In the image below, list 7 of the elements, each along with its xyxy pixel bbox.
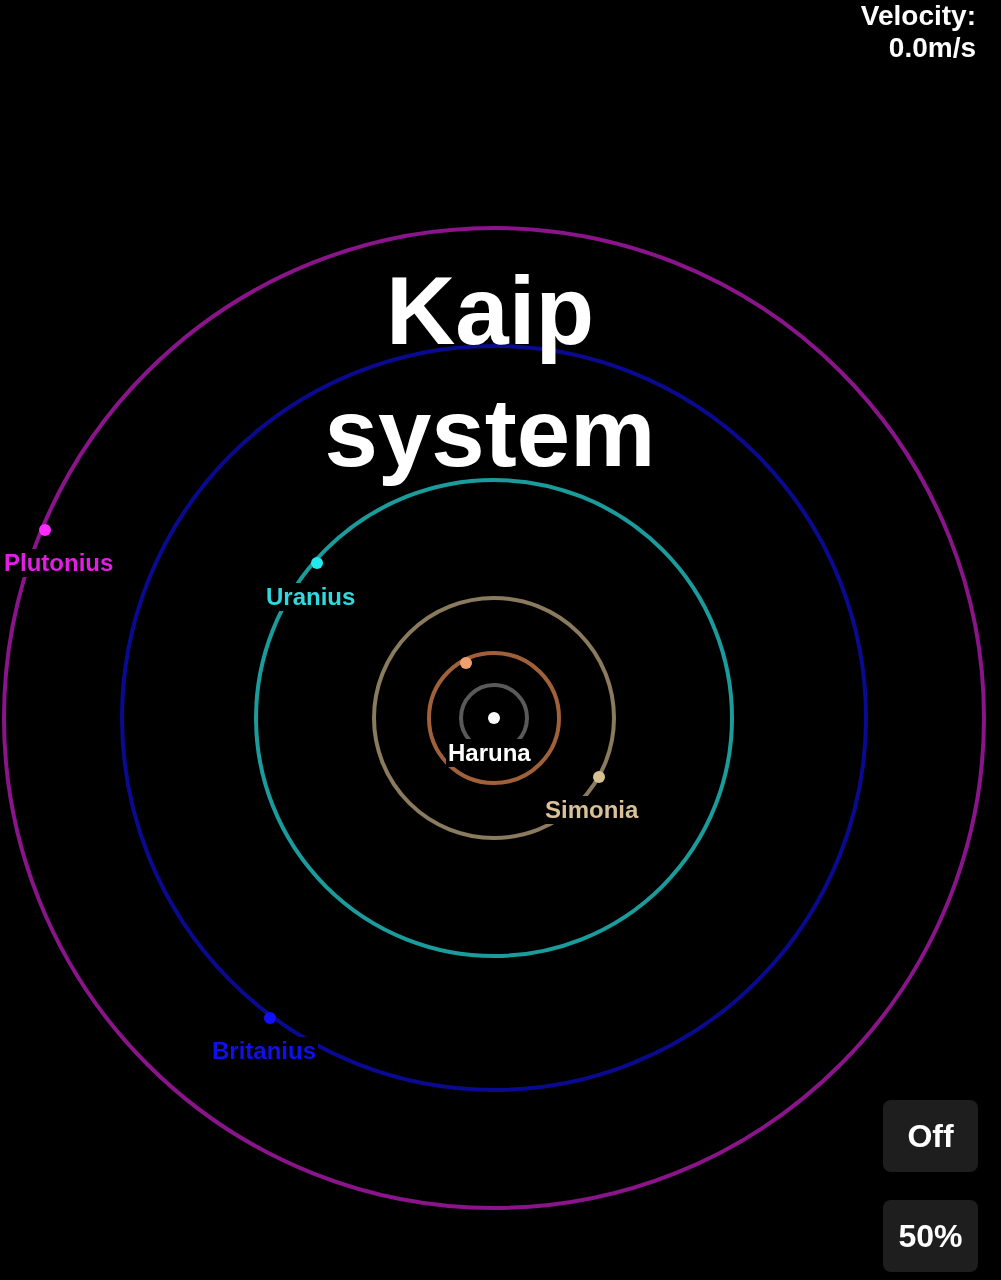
title: Kaip system (323, 256, 657, 488)
planet-name: Uranius (264, 583, 358, 611)
toggle-button: Off (883, 1100, 978, 1172)
planet-name: Simonia (543, 796, 641, 824)
zoom-button: 50% (883, 1200, 978, 1272)
star-name: Haruna (446, 739, 533, 767)
planet-name: Plutonius (2, 549, 116, 577)
